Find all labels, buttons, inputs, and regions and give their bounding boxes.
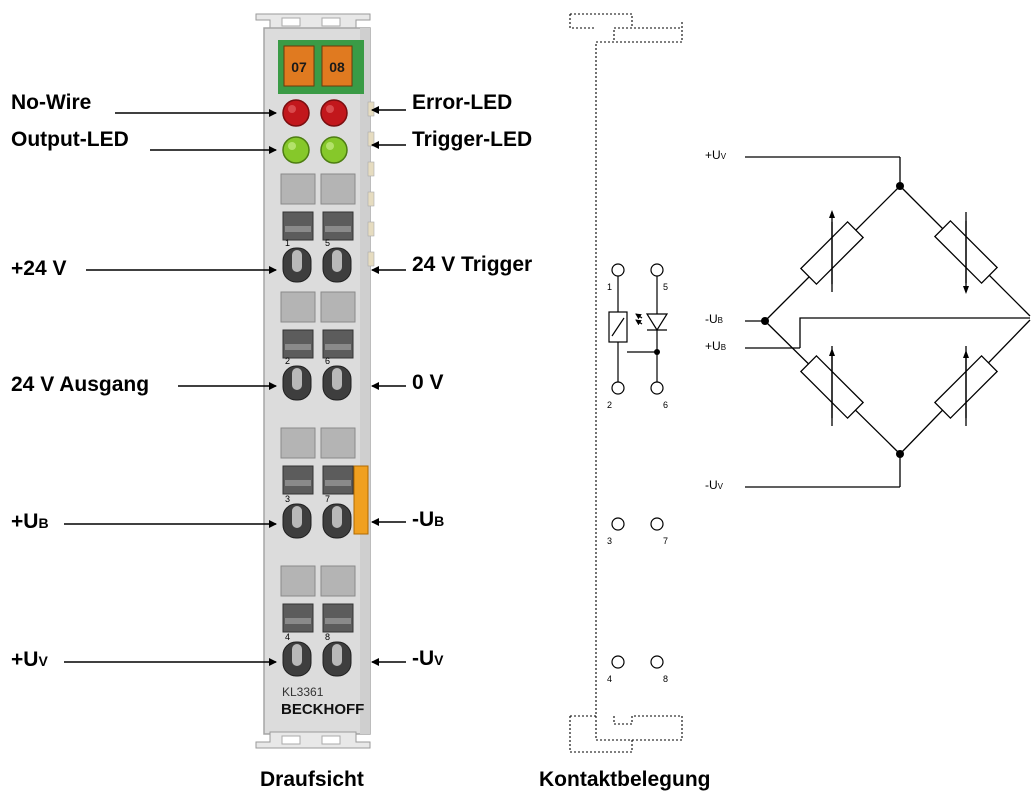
- bridge-junctions: [761, 182, 969, 458]
- terminal-number: 5: [325, 238, 330, 248]
- label-minus-uv-sub: V: [434, 652, 444, 668]
- terminal-number: 8: [325, 632, 330, 642]
- label-plus-uv: +UV: [11, 648, 48, 673]
- pin-number: 5: [663, 282, 668, 292]
- contact-point-1: [611, 263, 625, 277]
- label-minus-uv: -UV: [412, 647, 444, 672]
- channel-box-07: [283, 45, 315, 87]
- caption-top-view: Draufsicht: [260, 768, 364, 791]
- label-trigger-led: Trigger-LED: [412, 128, 533, 151]
- led-output: [282, 136, 310, 164]
- label-trigger24v: 24 V Trigger: [412, 253, 533, 276]
- led-error: [320, 99, 348, 127]
- led-no-wire: [282, 99, 310, 127]
- pin-number: 7: [663, 536, 668, 546]
- schematic-label-minus-uv: -UV: [705, 478, 724, 492]
- pin-number: 1: [607, 282, 612, 292]
- contact-point-8: [650, 655, 664, 669]
- channel-number-07: 07: [291, 59, 307, 75]
- led-trigger: [320, 136, 348, 164]
- label-plus24v: +24 V: [11, 257, 67, 280]
- terminal-top-view: 07 08: [255, 13, 375, 749]
- contact-point-3: [611, 517, 625, 531]
- contact-point-5: [650, 263, 664, 277]
- terminal-number: 6: [325, 356, 330, 366]
- leader-lines: [64, 106, 406, 666]
- caption-pin-assignment: Kontaktbelegung: [539, 768, 711, 791]
- pin-number: 4: [607, 674, 612, 684]
- label-plus-uv-main: +U: [11, 648, 39, 671]
- label-output-led: Output-LED: [11, 128, 129, 151]
- label-no-wire: No-Wire: [11, 91, 92, 114]
- pin-number: 8: [663, 674, 668, 684]
- label-minus-uv-main: -U: [412, 647, 435, 670]
- label-plus-ub-main: +U: [11, 510, 39, 533]
- channel-number-08: 08: [329, 59, 345, 75]
- contact-point-2: [611, 381, 625, 395]
- label-plus-ub-sub: B: [38, 515, 49, 531]
- pin-assignment-circuit: [608, 263, 669, 669]
- label-minus-ub: -UB: [412, 508, 444, 533]
- label-ausgang: 24 V Ausgang: [11, 373, 150, 396]
- terminal-number: 7: [325, 494, 330, 504]
- orange-contact-strip: [353, 465, 369, 535]
- schematic-label-plus-uv: +UV: [705, 148, 727, 162]
- terminal-number: 3: [285, 494, 290, 504]
- label-plus-uv-sub: V: [38, 653, 48, 669]
- terminal-brand: BECKHOFF: [281, 701, 364, 718]
- terminal-body: [263, 27, 371, 735]
- pin-number: 6: [663, 400, 668, 410]
- terminal-number: 2: [285, 356, 290, 366]
- label-minus-ub-main: -U: [412, 508, 435, 531]
- pin-number: 3: [607, 536, 612, 546]
- trigger-led-diode-symbol: [645, 313, 669, 332]
- terminal-number: 1: [285, 238, 290, 248]
- contact-point-6: [650, 381, 664, 395]
- terminal-bottom-clip: [255, 731, 371, 749]
- label-error-led: Error-LED: [412, 91, 513, 114]
- channel-box-08: [321, 45, 353, 87]
- label-plus-ub: +UB: [11, 510, 49, 535]
- contact-point-7: [650, 517, 664, 531]
- terminal-model: KL3361: [282, 685, 324, 699]
- terminal-number: 4: [285, 632, 290, 642]
- contact-point-4: [611, 655, 625, 669]
- schematic-label-plus-ub: +UB: [705, 339, 727, 353]
- schematic-label-minus-ub: -UB: [705, 312, 724, 326]
- strain-gauge-bridge: [745, 156, 1031, 488]
- label-minus-ub-sub: B: [434, 513, 445, 529]
- pin-assignment-outline: [569, 13, 683, 753]
- label-zero-v: 0 V: [412, 371, 444, 394]
- pin-number: 2: [607, 400, 612, 410]
